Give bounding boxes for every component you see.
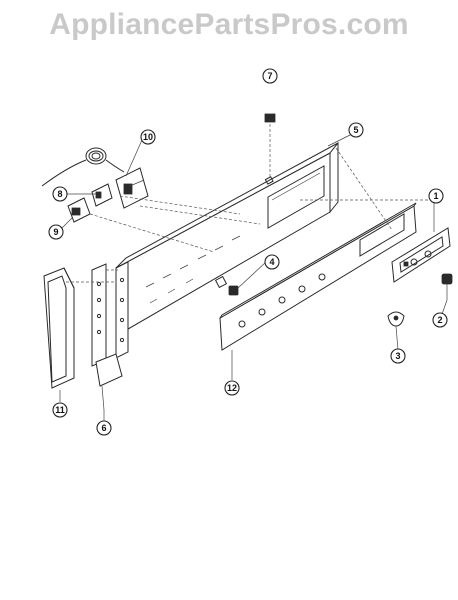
end-trim bbox=[43, 267, 75, 389]
watermark-logo: AppliancePartsPros.com bbox=[49, 8, 409, 41]
panel-support-bracket bbox=[91, 263, 123, 411]
panel-markings bbox=[145, 235, 241, 304]
svg-text:9: 9 bbox=[53, 227, 58, 237]
svg-text:12: 12 bbox=[227, 383, 237, 393]
callout-1: 1 bbox=[428, 188, 444, 204]
callout-12: 12 bbox=[224, 380, 240, 396]
svg-text:2: 2 bbox=[437, 315, 442, 325]
callout-5: 5 bbox=[348, 122, 364, 138]
thermostat bbox=[41, 147, 149, 209]
knob bbox=[441, 273, 453, 300]
svg-text:11: 11 bbox=[55, 405, 65, 415]
svg-text:10: 10 bbox=[143, 132, 153, 142]
leader-lines bbox=[59, 133, 448, 422]
callout-11: 11 bbox=[52, 402, 68, 418]
rocker-switch bbox=[264, 113, 276, 178]
svg-text:6: 6 bbox=[101, 423, 106, 433]
svg-text:5: 5 bbox=[353, 125, 358, 135]
trim-panel bbox=[219, 202, 417, 351]
callout-3: 3 bbox=[390, 348, 406, 364]
callout-8: 8 bbox=[52, 186, 68, 202]
svg-text:4: 4 bbox=[269, 257, 274, 267]
callout-2: 2 bbox=[432, 312, 448, 328]
callout-7: 7 bbox=[262, 68, 278, 84]
svg-text:3: 3 bbox=[395, 351, 400, 361]
svg-text:1: 1 bbox=[433, 191, 438, 201]
callout-9: 9 bbox=[48, 224, 64, 240]
small-switch bbox=[228, 285, 239, 296]
control-panel-housing bbox=[115, 141, 339, 359]
callout-6: 6 bbox=[96, 420, 112, 436]
callout-10: 10 bbox=[140, 129, 156, 145]
svg-text:8: 8 bbox=[57, 189, 62, 199]
bracket bbox=[91, 183, 113, 207]
callout-4: 4 bbox=[264, 254, 280, 270]
light-cover bbox=[387, 311, 405, 327]
end-cap bbox=[391, 227, 451, 283]
svg-text:7: 7 bbox=[267, 71, 272, 81]
infinite-switch bbox=[67, 197, 91, 223]
